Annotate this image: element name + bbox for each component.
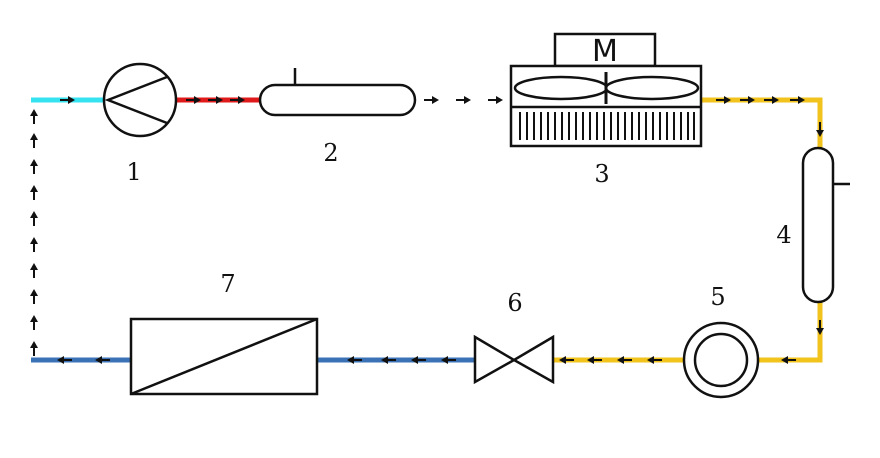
flow-arrow-left <box>381 356 396 364</box>
component-label-6: 6 <box>507 289 522 317</box>
flow-arrow-right <box>456 96 471 104</box>
component-label-1: 1 <box>126 158 141 186</box>
pipe-condenser-outlet <box>701 97 823 150</box>
fan-condenser-icon <box>509 32 703 148</box>
flow-arrow-up <box>30 133 38 148</box>
receiver-tank-icon <box>801 146 850 304</box>
flow-arrow-up <box>30 185 38 200</box>
flow-arrow-right <box>740 96 755 104</box>
flow-arrow-left <box>411 356 426 364</box>
component-label-5: 5 <box>710 283 725 311</box>
component-label-2: 2 <box>323 139 338 167</box>
flow-arrow-up <box>30 263 38 278</box>
flow-arrow-left <box>347 356 362 364</box>
flow-arrow-left <box>559 356 574 364</box>
flow-arrow-up <box>30 211 38 226</box>
flow-arrow-down <box>816 122 824 137</box>
flow-arrow-right <box>716 96 731 104</box>
evaporator-icon <box>129 317 319 396</box>
expansion-valve-icon <box>473 334 555 385</box>
condenser-fins <box>519 112 695 140</box>
flow-arrow-left <box>57 356 72 364</box>
flow-arrow-up <box>30 341 38 356</box>
flow-arrow-right <box>424 96 439 104</box>
flow-arrows <box>30 96 824 364</box>
pipe-receiver-outlet <box>758 302 823 363</box>
flow-arrow-left <box>647 356 662 364</box>
flow-arrow-left <box>617 356 632 364</box>
flow-arrow-up <box>30 315 38 330</box>
component-label-4: 4 <box>776 221 791 249</box>
flow-arrow-left <box>95 356 110 364</box>
flow-arrow-up <box>30 109 38 124</box>
component-label-3: 3 <box>594 160 609 188</box>
flow-arrow-right <box>488 96 503 104</box>
oil-separator-icon <box>258 68 417 117</box>
flow-arrow-right <box>186 96 201 104</box>
flow-arrow-right <box>60 96 75 104</box>
flow-arrow-right <box>230 96 245 104</box>
compressor-icon <box>102 62 178 138</box>
flow-arrow-down <box>816 320 824 335</box>
flow-arrow-right <box>764 96 779 104</box>
flow-arrow-up <box>30 159 38 174</box>
flow-arrow-up <box>30 289 38 304</box>
flow-arrow-left <box>587 356 602 364</box>
flow-arrow-right <box>208 96 223 104</box>
flow-arrow-right <box>790 96 805 104</box>
flow-arrow-left <box>781 356 796 364</box>
filter-drier-icon <box>682 321 760 399</box>
motor-label: M <box>592 34 618 69</box>
component-labels: 1 2 3 4 5 6 7 <box>126 139 791 317</box>
flow-arrow-up <box>30 237 38 252</box>
flow-arrow-left <box>441 356 456 364</box>
component-label-7: 7 <box>220 270 235 298</box>
